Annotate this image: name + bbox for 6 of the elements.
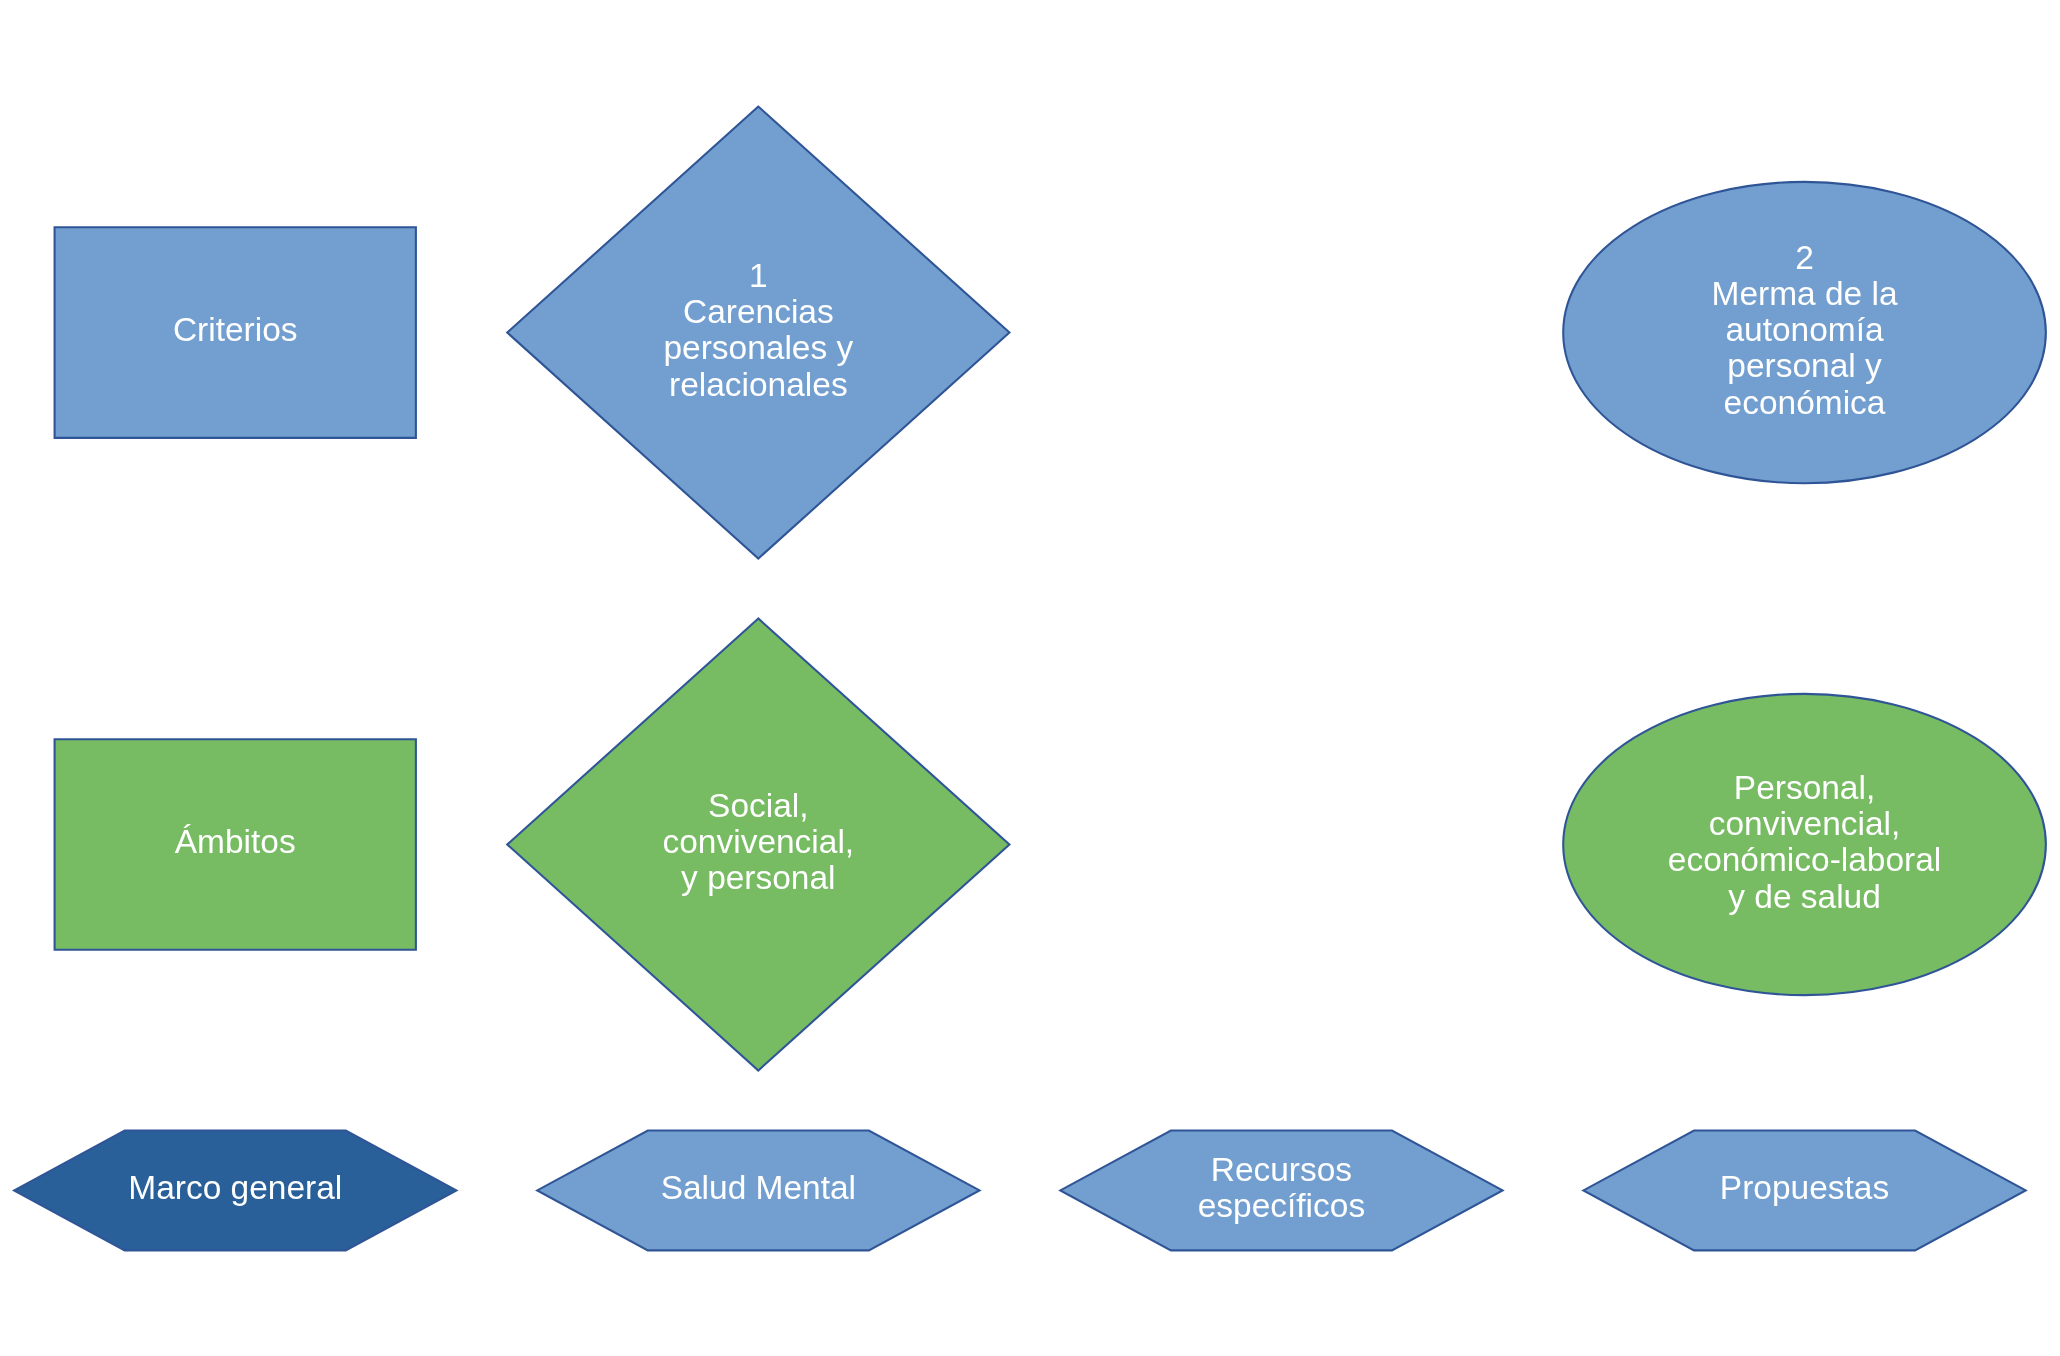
- node-diamond: Social, convivencial, y personal: [505, 616, 1011, 1072]
- node-diamond: 1 Carencias personales y relacionales: [505, 104, 1011, 560]
- node-ellipse: Personal, convivencial, económico-laboral y de salud: [1562, 692, 2047, 996]
- node-box: Ámbitos: [53, 737, 417, 951]
- node-box: Criterios: [53, 225, 417, 439]
- node-ellipse: 2 Merma de la autonomía personal y económica: [1562, 180, 2047, 484]
